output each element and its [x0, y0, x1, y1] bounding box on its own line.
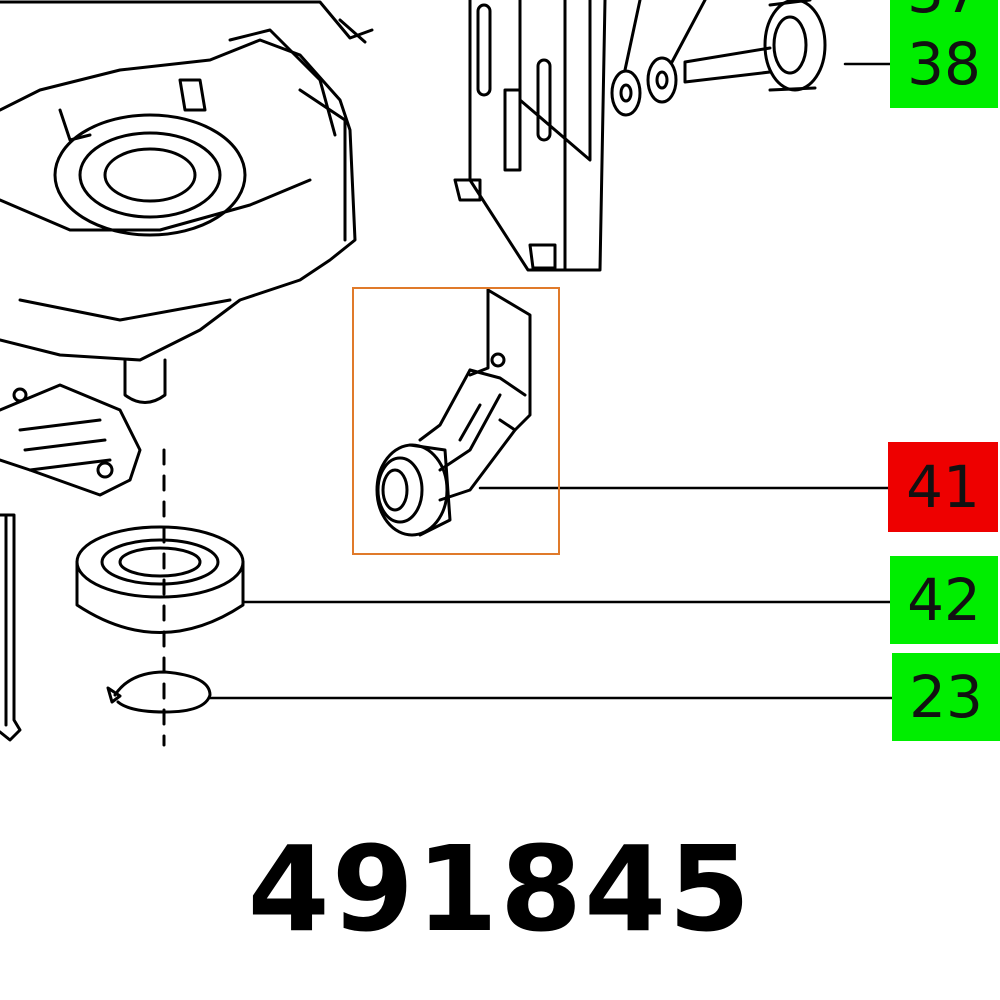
- callout-38-text: 38: [907, 30, 981, 98]
- callout-42[interactable]: 42: [890, 556, 998, 644]
- bracket-with-roller: [375, 288, 532, 537]
- highlight-frame: [352, 287, 560, 555]
- callout-41[interactable]: 41: [888, 442, 998, 532]
- callout-41-text: 41: [906, 453, 980, 521]
- top-wire-part: [0, 0, 374, 44]
- guide-plate: [453, 0, 607, 272]
- callout-23[interactable]: 23: [892, 653, 1000, 741]
- part-number: 491845: [247, 820, 753, 958]
- adjustment-knob: [610, 0, 827, 117]
- leader-lines: [208, 62, 894, 700]
- ball-bearing: [75, 525, 245, 634]
- callout-23-text: 23: [909, 663, 983, 731]
- long-pin: [0, 513, 22, 742]
- motor-housing: [0, 28, 357, 404]
- callout-38[interactable]: 38: [890, 20, 998, 108]
- retaining-ring: [106, 670, 212, 714]
- base-plate: [0, 383, 142, 497]
- callout-42-text: 42: [907, 566, 981, 634]
